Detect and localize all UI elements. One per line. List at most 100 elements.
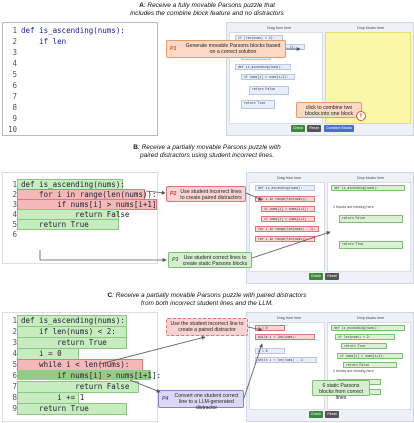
parsons-block[interactable]: return False [339, 215, 403, 223]
caption-b: B: Receive a partially movable Parsons p… [0, 144, 414, 159]
parsons-panel-b: Drag from here Drop blocks here 2 blocks… [246, 172, 414, 284]
line-number: 4 [12, 210, 17, 219]
line-number: 1 [12, 26, 17, 35]
parsons-block[interactable]: if nums[i] > nums[i+1] [261, 216, 315, 222]
line-number: 8 [12, 393, 17, 402]
note-p4-text: Convert one student correct line to a LL… [174, 393, 239, 411]
parsons-block[interactable]: def is_ascending(nums): [255, 185, 315, 191]
code-line[interactable]: return True [21, 404, 89, 413]
line-number: 10 [7, 125, 17, 134]
code-line[interactable]: return False [21, 210, 130, 219]
parsons-block[interactable]: return True [341, 343, 387, 349]
parsons-block[interactable]: if nums[i] > nums[i+1]: [337, 353, 403, 359]
note-p1-text: Generate movable Parsons blocks based on… [185, 43, 281, 55]
note-p5-text: Use the student incorrect line to create… [170, 321, 244, 333]
line-number: 2 [12, 327, 17, 336]
code-line[interactable]: if nums[i] > nums[i+1]: [21, 371, 161, 380]
line-number: 9 [12, 404, 17, 413]
code-line[interactable]: def is_ascending(nums): [21, 316, 125, 325]
caption-c: C: Receive a partially movable Parsons p… [0, 292, 414, 307]
note-static-blocks-text: 6 static Parsons blocks from correct lin… [319, 383, 363, 401]
code-line[interactable]: while i < len(nums): [21, 360, 130, 369]
code-line[interactable]: def is_ascending(nums): [21, 26, 125, 35]
drop-area-b[interactable] [327, 182, 411, 272]
note-combine-text: click to combine two blocks into one blo… [304, 105, 354, 117]
parsons-panel-c: Drag from here Drop blocks here 2 blocks… [246, 312, 414, 422]
code-line-highlight [17, 370, 151, 380]
parsons-block[interactable]: while i < len(nums) - 1: [255, 357, 317, 363]
caption-c-letter: C [107, 292, 113, 299]
caption-b-text: : Receive a partially movable Parsons pu… [137, 144, 281, 151]
parsons-block[interactable]: if nums[i] > nums[i+1]: [241, 74, 295, 80]
line-number: 4 [12, 349, 17, 358]
parsons-block[interactable]: for i in range(len(nums)): [255, 236, 315, 242]
parsons-block[interactable]: for i in range(len(nums) - 1): [255, 226, 319, 232]
code-line[interactable]: if nums[i] > nums[i+1] [21, 200, 157, 209]
check-button-a[interactable]: Check [291, 125, 305, 132]
line-number: 8 [12, 103, 17, 112]
line-number: 6 [12, 81, 17, 90]
caption-c-text: : Receive a partially movable Parsons pu… [112, 292, 307, 299]
code-line[interactable]: i = 0 [21, 349, 62, 358]
code-line[interactable]: if len [21, 37, 67, 46]
line-number: 7 [12, 92, 17, 101]
missing-text-c: 2 blocks are missing here [333, 369, 374, 373]
line-number: 3 [12, 200, 17, 209]
line-number: 2 [12, 37, 17, 46]
code-line-highlight [17, 403, 127, 415]
line-number: 1 [12, 180, 17, 189]
note-p4-tag: P4 [162, 396, 169, 402]
reset-button-b[interactable]: Reset [325, 273, 339, 280]
parsons-block[interactable]: def is_ascending(nums): [331, 185, 405, 191]
caption-a-text2: includes the combine block feature and n… [130, 9, 284, 17]
code-line[interactable]: i += 1 [21, 393, 85, 402]
note-p4: P4 Convert one student correct line to a… [158, 390, 244, 411]
code-line[interactable]: return True [21, 338, 107, 347]
code-line[interactable]: return True [21, 220, 89, 229]
parsons-block[interactable]: def is_ascending(nums): [235, 64, 291, 70]
drag-header-c: Drag from here [277, 316, 302, 320]
parsons-block[interactable]: for i in range(len(nums)): [255, 196, 315, 202]
caption-c-text2: from both incorrect student lines and th… [140, 299, 274, 307]
note-p2: P2 Use student incorrect lines to create… [166, 186, 246, 202]
combine-badge-num: 8 [359, 113, 363, 119]
code-line[interactable]: if len(nums) < 2: [21, 327, 116, 336]
note-p1-tag: P1 [170, 46, 177, 52]
missing-text-b: 2 blocks are missing here [333, 205, 374, 209]
code-line[interactable]: for i in range(len(nums)): [21, 190, 157, 199]
check-button-c[interactable]: Check [309, 411, 323, 418]
note-combine: click to combine two blocks into one blo… [296, 102, 362, 118]
drag-header-a: Drag from here [267, 26, 292, 30]
note-p3: P3 Use student correct lines to create s… [168, 252, 252, 268]
note-p3-text: Use student correct lines to create stat… [182, 255, 248, 267]
reset-button-a[interactable]: Reset [307, 125, 321, 132]
check-button-b[interactable]: Check [309, 273, 323, 280]
drop-header-c: Drop blocks here [357, 316, 385, 320]
code-line[interactable]: def is_ascending(nums): [21, 180, 125, 189]
parsons-block[interactable]: while i < len(nums): [255, 334, 315, 340]
line-number: 6 [12, 371, 17, 380]
reset-button-c[interactable]: Reset [325, 411, 339, 418]
drop-header-a: Drop blocks here [357, 26, 385, 30]
parsons-block[interactable]: return False [249, 86, 289, 95]
combine-blocks-button[interactable]: Combine Blocks [324, 125, 354, 132]
parsons-block[interactable]: if nums[i] > nums[i+1]: [261, 206, 315, 212]
drop-area-a[interactable] [325, 32, 411, 124]
parsons-block[interactable]: if len(nums) < 2: [335, 334, 395, 340]
parsons-block[interactable]: return True [241, 100, 275, 109]
caption-a-text: : Receive a fully movable Parsons puzzle… [143, 2, 275, 9]
parsons-block[interactable]: i = 0 [255, 325, 285, 331]
note-p2-tag: P2 [170, 191, 177, 197]
note-p2-text: Use student incorrect lines to create pa… [180, 189, 242, 201]
parsons-block[interactable]: def is_ascending(nums): [331, 325, 405, 331]
parsons-block[interactable]: return True [339, 241, 403, 249]
caption-a: A: Receive a fully movable Parsons puzzl… [0, 2, 414, 17]
parsons-block[interactable]: return False [343, 362, 397, 368]
parsons-block[interactable]: i = 0 [255, 348, 285, 354]
drop-header-b: Drop blocks here [357, 176, 385, 180]
code-line[interactable]: return False [21, 382, 130, 391]
note-p1: P1 Generate movable Parsons blocks based… [166, 40, 286, 58]
